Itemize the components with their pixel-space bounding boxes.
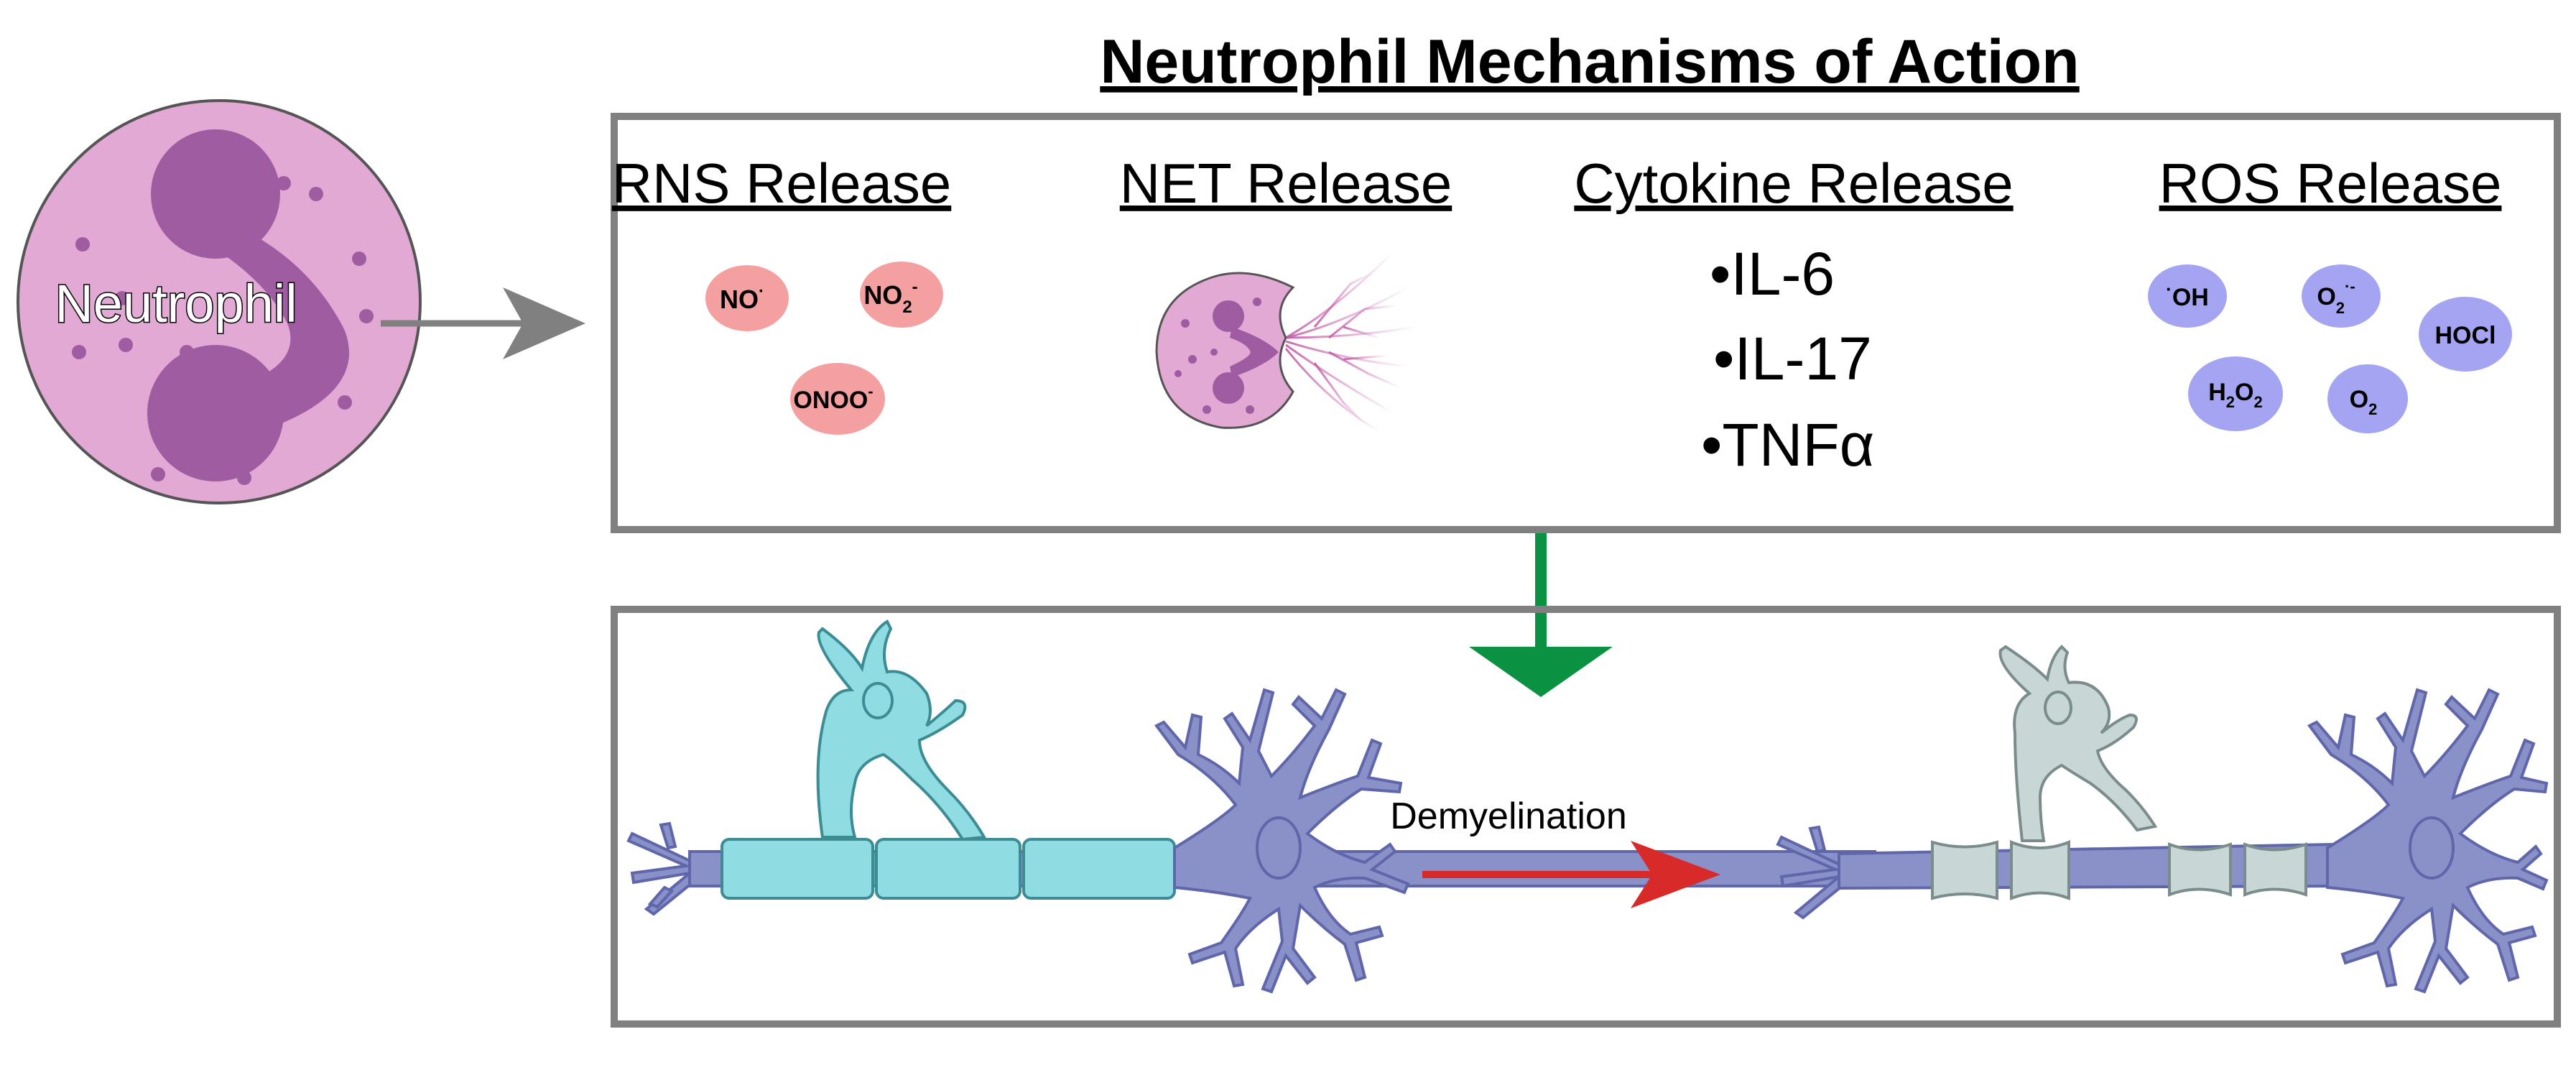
rns-heading: RNS Release (612, 152, 952, 215)
ros-hydrogen-peroxide: H2O2 (2188, 356, 2283, 431)
ros-hypochlorous-acid: HOCl (2419, 297, 2512, 372)
neuron-soma-left (1154, 688, 1410, 994)
cytokine-heading: Cytokine Release (1574, 152, 2013, 215)
net-release-illustration (1155, 250, 1416, 433)
ros-heading: ROS Release (2159, 152, 2502, 215)
svg-text:NO·: NO· (720, 282, 764, 314)
net-cell-granules (1175, 298, 1261, 414)
neutrophil-cell: Neutrophil (17, 99, 422, 504)
net-cell-body (1155, 272, 1295, 429)
cytokine-il17: •IL-17 (1713, 325, 1872, 392)
neutrophil-granules (72, 176, 374, 485)
demyelinated-axon-terminal (1776, 825, 1847, 920)
rns-peroxynitrite: ONOO- (790, 363, 885, 435)
ros-hydroxyl: ·OH (2148, 264, 2227, 328)
ros-species: ·OH O2·- HOCl H2O2 O2 (2148, 264, 2512, 433)
neutrophil-nucleus (147, 129, 349, 481)
neurons-box (611, 606, 2561, 1028)
red-arrow (1422, 841, 1720, 908)
rns-no2-anion: NO2- (860, 262, 943, 328)
cytokine-il6: •IL-6 (1710, 240, 1835, 308)
mechanisms-box (611, 113, 2561, 533)
demyelinated-neuron (1776, 645, 2549, 994)
svg-text:H2O2: H2O2 (2208, 379, 2263, 411)
demyelination-label: Demyelination (1390, 795, 1627, 837)
green-arrow (1469, 533, 1613, 697)
svg-text:O2: O2 (2350, 386, 2378, 418)
demyelinated-axon (1838, 831, 2394, 893)
svg-text:NO2-: NO2- (863, 277, 917, 317)
svg-text:ONOO-: ONOO- (793, 382, 873, 414)
svg-text:HOCl: HOCl (2435, 322, 2496, 349)
damaged-oligodendrocyte (1998, 645, 2158, 842)
neuron-soma-right (2307, 688, 2549, 994)
cytokine-tnfa: •TNFα (1701, 411, 1874, 479)
ros-superoxide: O2·- (2302, 264, 2381, 328)
neutrophil-label: Neutrophil (55, 274, 297, 333)
ros-oxygen: O2 (2327, 364, 2408, 433)
net-cell-nucleus (1213, 300, 1279, 404)
svg-text:·OH: ·OH (2166, 278, 2209, 311)
net-heading: NET Release (1120, 152, 1452, 215)
myelinated-neuron (626, 619, 1876, 994)
svg-text:O2·-: O2·- (2317, 277, 2355, 317)
gray-arrow (381, 287, 585, 359)
figure-title: Neutrophil Mechanisms of Action (1100, 27, 2079, 96)
rns-species: NO· NO2- ONOO- (705, 262, 943, 435)
damaged-myelin (1931, 840, 2307, 900)
rns-no-radical: NO· (705, 265, 789, 331)
myelin-sheath (721, 838, 1176, 900)
myelinated-axon-terminal (626, 821, 698, 916)
oligodendrocyte (816, 619, 987, 841)
net-fibers (1284, 250, 1416, 433)
